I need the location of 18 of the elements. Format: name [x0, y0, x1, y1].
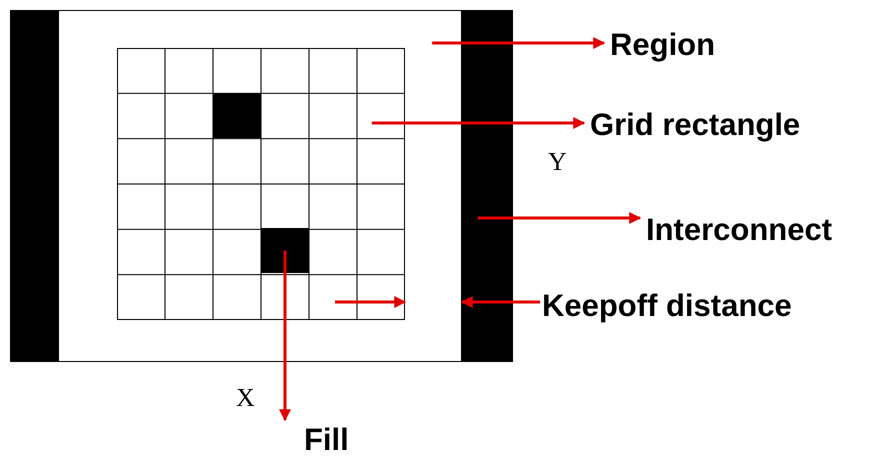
callout-text: Fill [304, 422, 349, 458]
interconnect-bar [462, 10, 513, 362]
callout-text: Grid rectangle [590, 107, 800, 143]
leader-arrow [478, 212, 642, 224]
region-area [58, 10, 462, 362]
leader-arrow [372, 117, 586, 129]
leader-arrow [279, 250, 291, 422]
filled-cell [213, 93, 261, 138]
callout-text: Keepoff distance [542, 288, 792, 324]
grid-rectangle [117, 48, 405, 320]
leader-arrow [460, 296, 540, 308]
interconnect-bar [10, 10, 58, 362]
leader-arrow [432, 37, 606, 49]
callout-text: Interconnect [646, 212, 832, 248]
filled-cell [261, 228, 309, 273]
axis-label: Y [548, 148, 567, 176]
axis-label: X [236, 384, 255, 412]
callout-text: Region [610, 27, 716, 63]
